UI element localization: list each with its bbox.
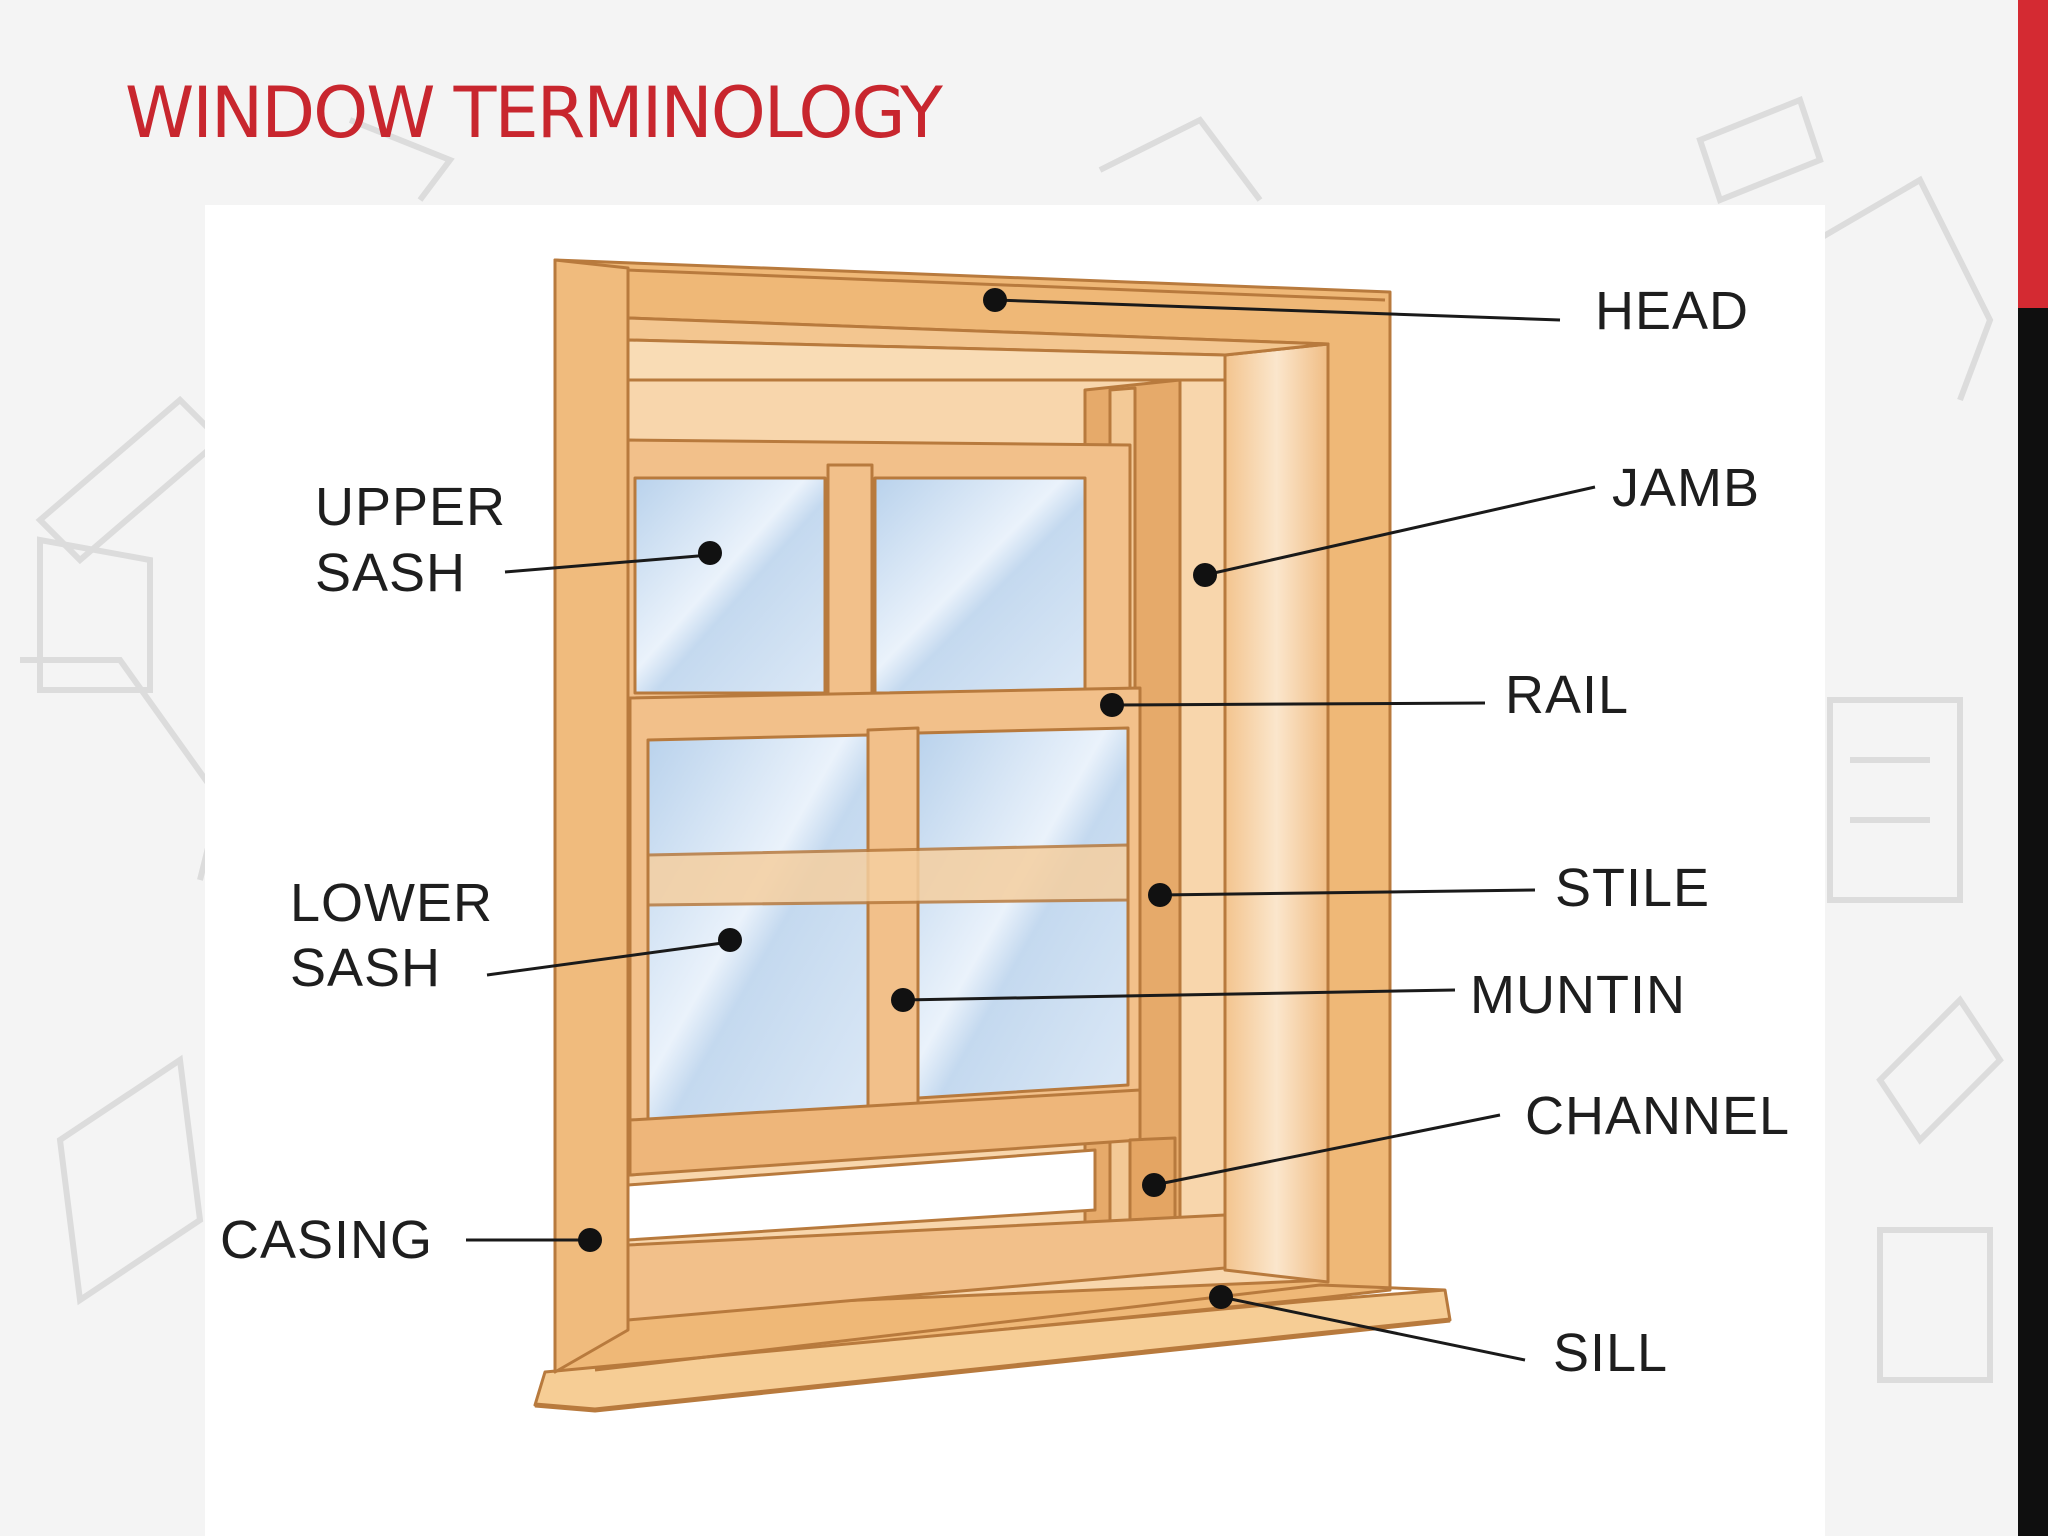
label-channel: CHANNEL bbox=[1525, 1086, 1791, 1146]
jamb-depth bbox=[1223, 342, 1330, 1284]
leader-channel bbox=[1153, 1113, 1501, 1187]
callout-dot-muntin bbox=[891, 988, 915, 1012]
upper-sash-pane-left bbox=[633, 476, 827, 695]
accent-bar-red bbox=[2018, 0, 2048, 308]
callout-dot-rail bbox=[1100, 693, 1124, 717]
window-diagram bbox=[466, 258, 1596, 1413]
callout-dot-sill bbox=[1209, 1285, 1233, 1309]
upper-sash-pane-right bbox=[873, 476, 1087, 695]
leader-stile bbox=[1159, 888, 1536, 897]
leader-jamb bbox=[1204, 485, 1596, 577]
slide-title: WINDOW TERMINOLOGY bbox=[125, 72, 943, 154]
callout-dot-upper-sash bbox=[698, 541, 722, 565]
label-lower-sash-line1: LOWER bbox=[290, 873, 494, 933]
label-casing: CASING bbox=[220, 1210, 434, 1270]
leader-lower-sash bbox=[486, 940, 731, 977]
label-jamb: JAMB bbox=[1612, 458, 1761, 518]
label-upper-sash-line1: UPPER bbox=[315, 477, 507, 537]
label-head: HEAD bbox=[1595, 281, 1750, 341]
callout-dot-lower-sash bbox=[718, 928, 742, 952]
callout-dot-casing bbox=[578, 1228, 602, 1252]
leader-sill bbox=[1220, 1295, 1526, 1362]
callout-dot-channel bbox=[1142, 1173, 1166, 1197]
lower-sash-pane-right bbox=[916, 726, 1130, 1100]
leader-head bbox=[994, 298, 1561, 322]
muntin-bar bbox=[866, 726, 920, 1117]
lower-sash-pane-left bbox=[646, 733, 870, 1122]
label-rail: RAIL bbox=[1505, 665, 1630, 725]
leader-upper-sash bbox=[504, 553, 711, 574]
accent-bar-black bbox=[2018, 308, 2048, 1536]
leader-muntin bbox=[902, 988, 1456, 1002]
label-lower-sash-line2: SASH bbox=[290, 938, 442, 998]
label-sill: SILL bbox=[1553, 1323, 1669, 1383]
label-muntin: MUNTIN bbox=[1470, 965, 1686, 1025]
label-upper-sash-line2: SASH bbox=[315, 543, 467, 603]
label-stile: STILE bbox=[1555, 858, 1711, 918]
callout-dot-jamb bbox=[1193, 563, 1217, 587]
callout-dot-stile bbox=[1148, 883, 1172, 907]
callout-dot-head bbox=[983, 288, 1007, 312]
leader-rail bbox=[1111, 701, 1486, 707]
